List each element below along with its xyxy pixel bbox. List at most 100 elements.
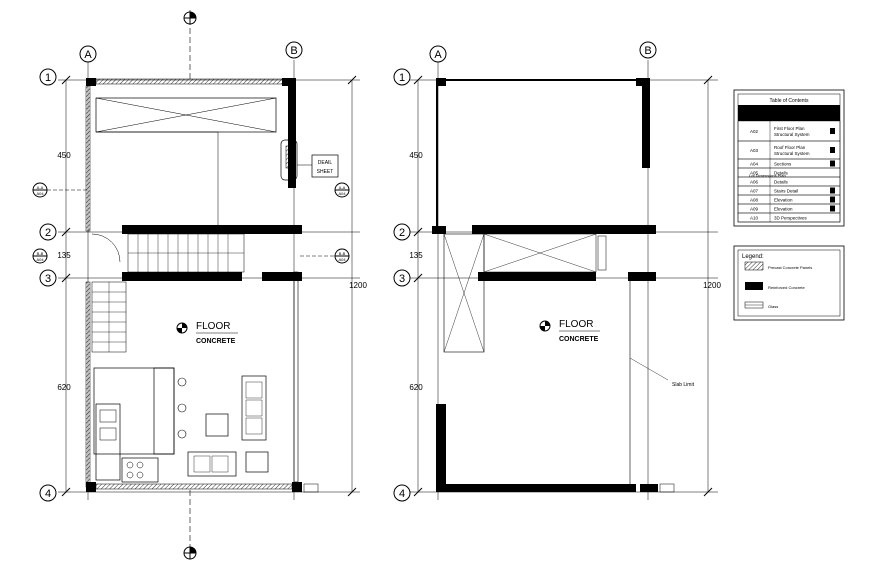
legend-swatch-concrete <box>745 282 763 290</box>
svg-text:A-A: A-A <box>37 185 44 190</box>
toc-row-code: A10 <box>750 216 759 221</box>
svg-text:A-A: A-A <box>339 185 346 190</box>
floor-tag-right: FLOOR CONCRETE <box>539 319 600 343</box>
toc-row-code: A05 <box>750 171 759 176</box>
legend-title: Legend: <box>742 254 764 260</box>
svg-text:FLOOR: FLOOR <box>196 321 230 332</box>
opening <box>483 233 597 273</box>
svg-text:CONCRETE: CONCRETE <box>196 338 236 345</box>
svg-text:DEAIL: DEAIL <box>318 160 333 166</box>
bottom-section-marker <box>183 490 197 560</box>
svg-text:1: 1 <box>399 72 405 84</box>
legend-label-concrete: Reinforced Concrete <box>768 285 805 290</box>
legend-label-glass: Glass <box>768 304 778 309</box>
grid-bubble-4: 4 <box>39 484 57 502</box>
toc-row-code: A02 <box>750 129 759 134</box>
floor-tag-left: FLOOR CONCRETE <box>176 321 238 345</box>
toc-row-code: A06 <box>750 180 759 185</box>
svg-text:A: A <box>84 49 92 61</box>
dim-620-right: 620 <box>409 383 423 392</box>
toc-row-desc: Roof Floor Plan <box>774 145 806 150</box>
sheet-icon <box>830 147 835 153</box>
stairs <box>91 233 245 353</box>
top-section-marker <box>183 10 197 80</box>
left-floor-plan: A B 1 2 3 4 450 135 620 <box>32 10 367 560</box>
svg-text:B: B <box>644 45 651 57</box>
svg-text:B-B: B-B <box>37 251 44 256</box>
toc-row <box>737 212 841 223</box>
dim-450-right: 450 <box>409 151 423 160</box>
grid-bubble-4-right: 4 <box>393 484 411 502</box>
toc-row-desc-2: Structural System <box>774 151 810 156</box>
toc-row-code: A07 <box>750 189 759 194</box>
stair-void <box>443 233 485 353</box>
toc-row-desc: Details <box>774 171 789 176</box>
toc-row-desc: Details <box>774 180 789 185</box>
dim-135-right: 135 <box>409 251 423 260</box>
grid-bubble-2: 2 <box>39 223 57 241</box>
toc-row-desc: Sections <box>774 162 792 167</box>
sheet-icon <box>830 187 835 194</box>
grid-bubble-1-right: 1 <box>393 68 411 86</box>
toc-row-code: A03 <box>750 148 759 153</box>
svg-text:A04: A04 <box>338 191 346 196</box>
grid-bubble-a: A <box>79 45 97 63</box>
toc-row-desc: Elevation <box>774 198 793 203</box>
toc-row-desc: Elevation <box>774 207 793 212</box>
svg-text:3: 3 <box>399 273 405 285</box>
sheet-icon <box>830 128 835 134</box>
grid-bubble-3: 3 <box>39 269 57 287</box>
svg-text:B-B: B-B <box>339 251 346 256</box>
grid-bubble-1: 1 <box>39 68 57 86</box>
dim-450-left: 450 <box>57 151 71 160</box>
section-marker-left: A-A A04 <box>32 182 88 198</box>
svg-text:CONCRETE: CONCRETE <box>559 336 599 343</box>
toc-row-desc-2: Structural System <box>774 132 810 137</box>
toc-row-code: A08 <box>750 198 759 203</box>
toc-row-code: A04 <box>750 162 759 167</box>
grid-bubble-3-right: 3 <box>393 269 411 287</box>
svg-text:2: 2 <box>45 227 51 239</box>
section-marker-left-2: B-B A04 <box>32 248 48 264</box>
toc-overlap-note: Lot Dimensions Plan <box>749 173 786 178</box>
living-furniture <box>187 375 269 477</box>
svg-text:A04: A04 <box>338 257 346 262</box>
toc-row-desc: Stairs Detail <box>774 189 798 194</box>
svg-text:FLOOR: FLOOR <box>559 319 593 330</box>
grid-bubble-b-right: B <box>639 41 657 59</box>
sheet-icon <box>830 196 835 203</box>
grid-bubble-2-right: 2 <box>393 223 411 241</box>
toc-title: Table of Contents <box>770 98 809 104</box>
slab-limit-note: Slab Limit <box>672 382 695 388</box>
svg-text:A: A <box>434 49 442 61</box>
dim-1200-right: 1200 <box>703 281 721 290</box>
svg-text:A04: A04 <box>36 191 44 196</box>
svg-text:4: 4 <box>399 488 405 500</box>
grid-bubble-b: B <box>285 41 303 59</box>
detail-sheet-tag <box>311 154 339 178</box>
grid-bubble-a-right: A <box>429 45 447 63</box>
section-marker-right-2: B-B A04 <box>300 248 350 264</box>
kitchen-counter <box>93 367 187 483</box>
svg-text:2: 2 <box>399 227 405 239</box>
toc-row-code: A09 <box>750 207 759 212</box>
toc-row-desc: First Floor Plan <box>774 126 805 131</box>
dim-1200-left: 1200 <box>349 281 367 290</box>
dim-620-left: 620 <box>57 383 71 392</box>
section-marker-right: A-A A04 <box>334 182 350 198</box>
legend: Legend: Precast Concrete Panels Reinforc… <box>733 245 845 321</box>
legend-label-precast: Precast Concrete Panels <box>768 265 812 270</box>
svg-text:1: 1 <box>45 72 51 84</box>
svg-text:3: 3 <box>45 273 51 285</box>
legend-swatch-precast <box>744 261 764 271</box>
sheet-icon <box>830 205 835 212</box>
svg-text:B: B <box>290 45 297 57</box>
dim-135-left: 135 <box>57 251 71 260</box>
right-floor-plan: A B 1 2 3 4 450 135 620 <box>393 41 721 502</box>
sheet-icon <box>830 160 835 167</box>
svg-text:SHEET: SHEET <box>317 169 334 175</box>
toc-row-desc: 3D Perspectives <box>774 216 808 221</box>
svg-text:4: 4 <box>45 488 51 500</box>
